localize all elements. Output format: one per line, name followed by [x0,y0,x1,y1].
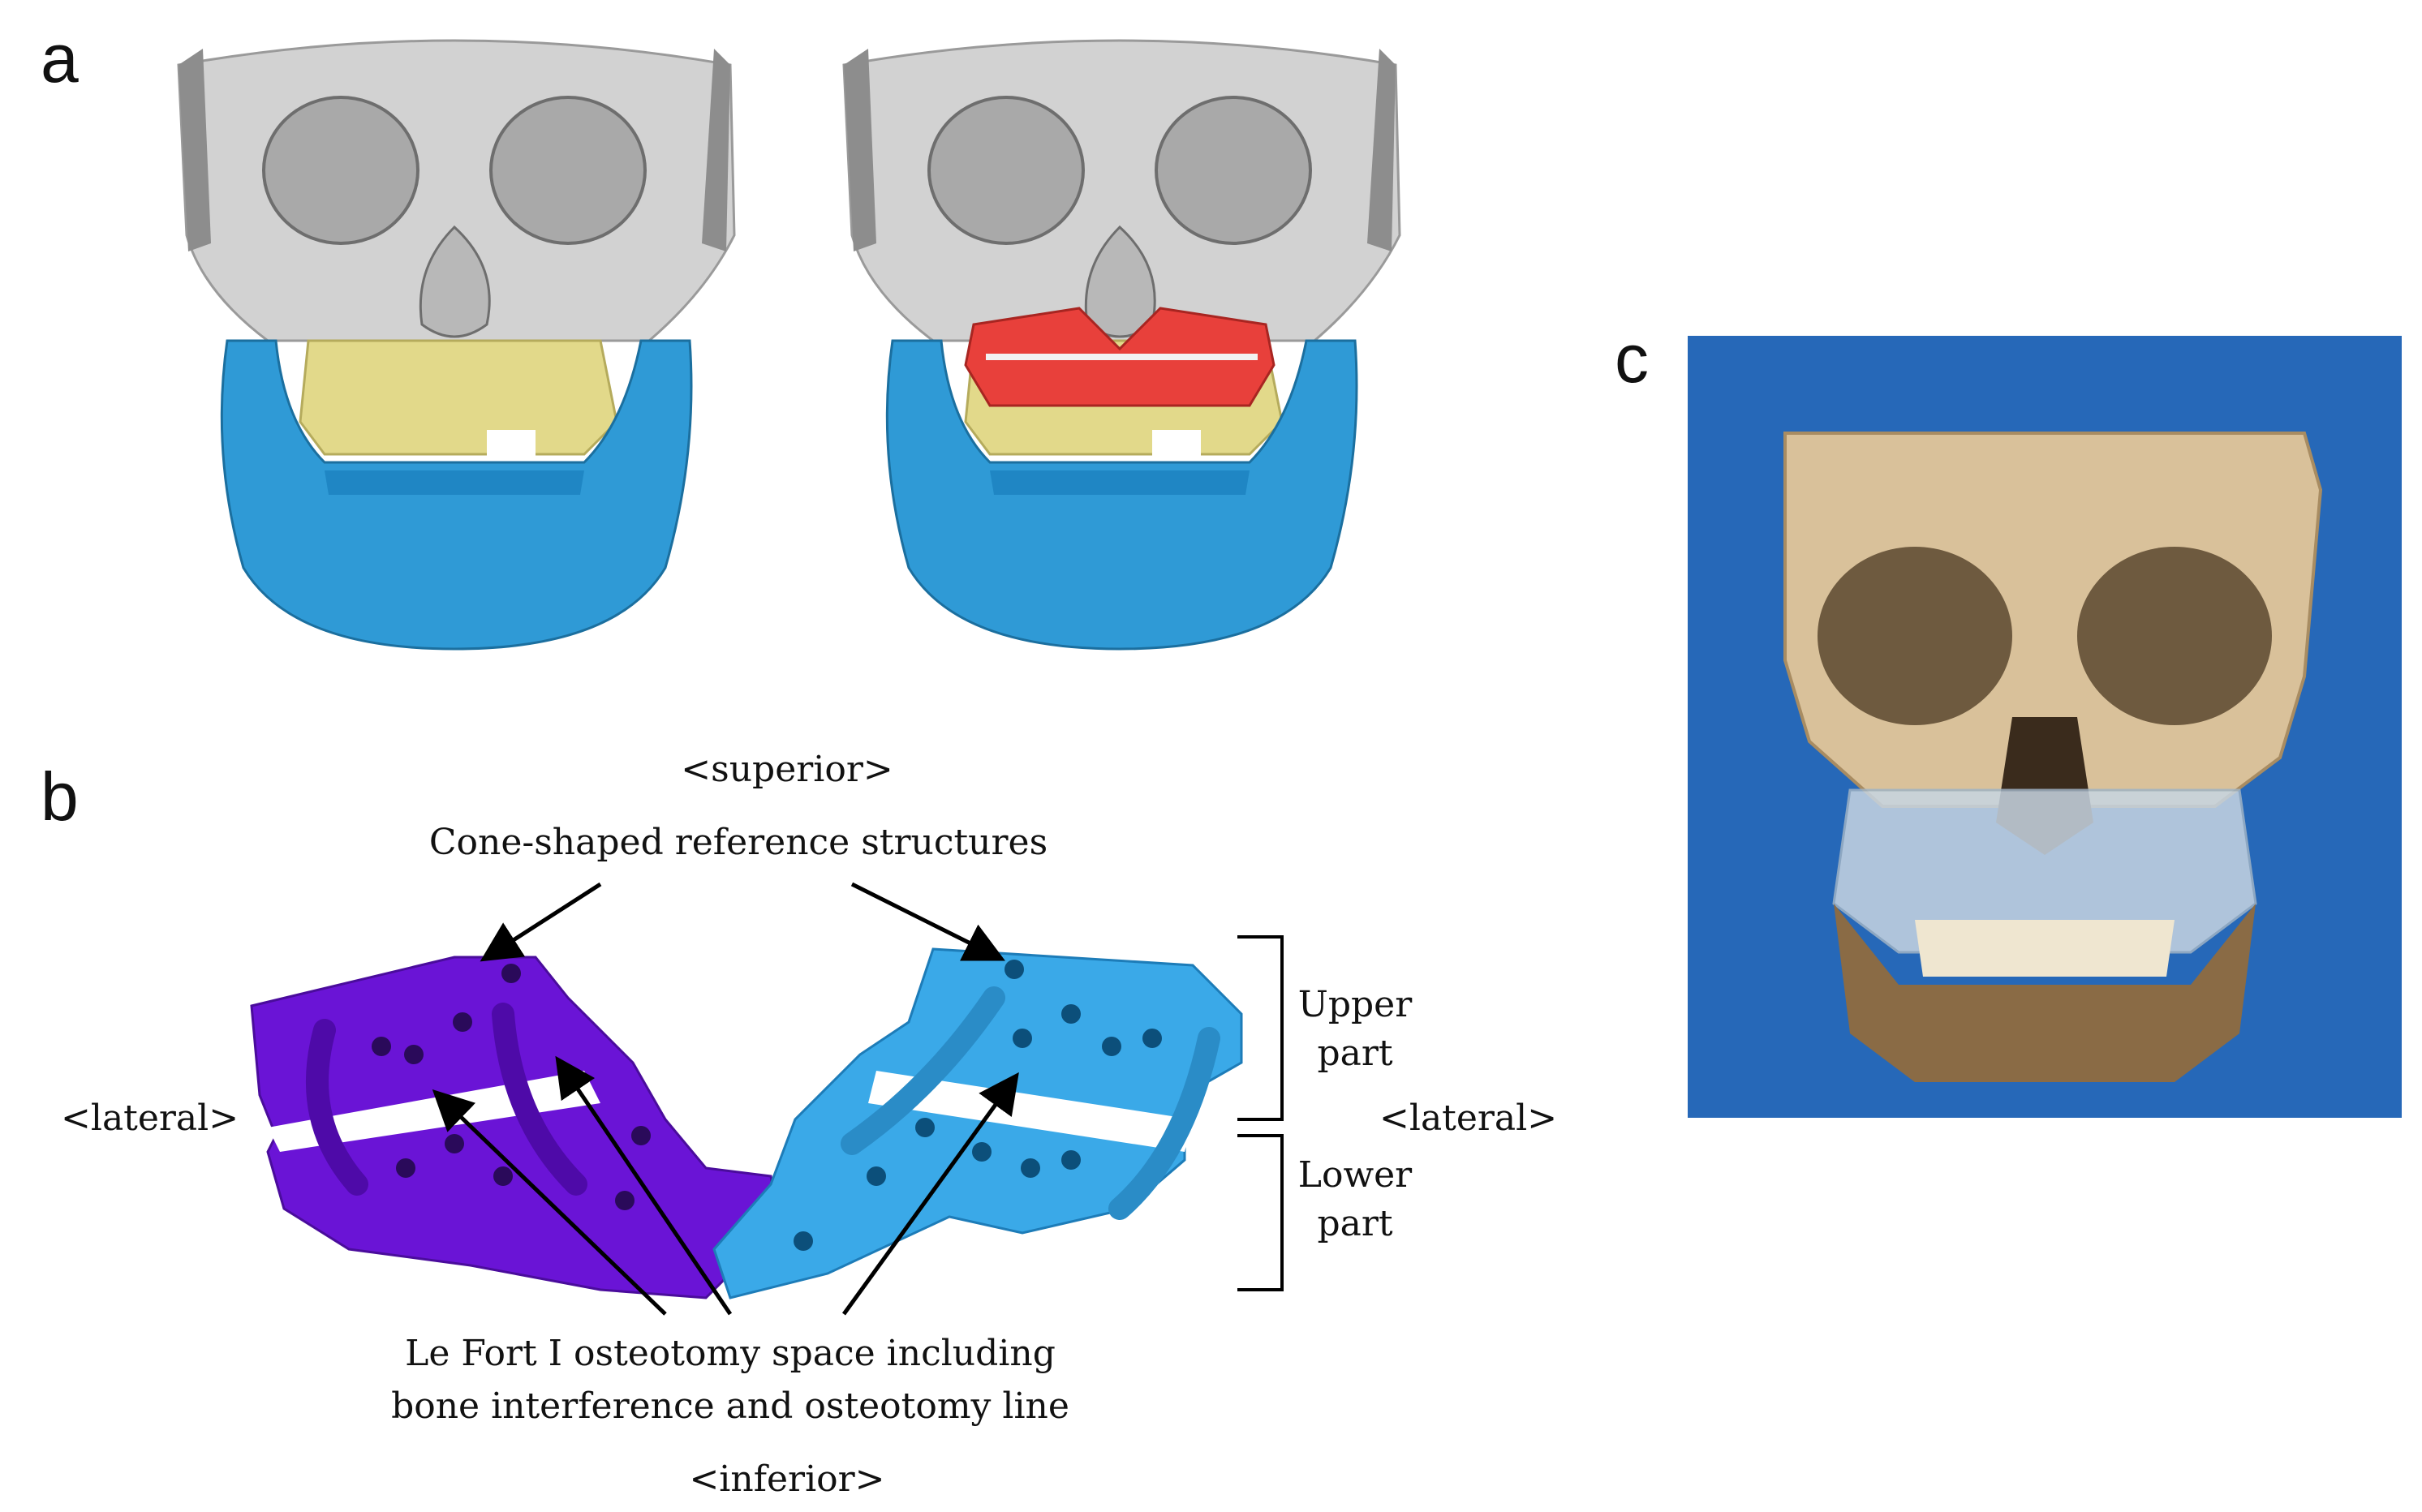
direction-superior: <superior> [681,749,893,790]
osteotomy-annotation-line1: Le Fort I osteotomy space including [405,1333,1056,1374]
direction-lateral-right: <lateral> [1379,1097,1558,1139]
arrow-osteo-3 [841,1072,1019,1316]
missing-teeth-right [1152,430,1201,462]
osteotomy-gap-right [868,1071,1193,1152]
skull-right-group [842,39,1401,651]
arrow-cone-right [850,882,1005,961]
direction-lateral-left: <lateral> [61,1097,239,1139]
missing-teeth-left [487,430,536,462]
orbit-right-2 [1155,96,1312,245]
temporal-right-right [1367,49,1396,251]
cadaver-skull-drawing [1688,336,2402,1118]
osteotomy-annotation-line2: bone interference and osteotomy line [391,1385,1069,1427]
photo-teeth [1915,920,2175,977]
orbit-left-1 [262,96,419,245]
temporal-left-right [844,49,876,251]
temporal-right-left [702,49,730,251]
photo-orbit-left [1818,547,2012,725]
reference-tube-3 [841,986,1005,1155]
panel-a-letter: a [41,20,79,97]
upper-part-label-2: part [1317,1033,1393,1074]
bracket-upper [1237,935,1284,1121]
lower-part-label-2: part [1317,1203,1393,1244]
cadaver-skull-photo [1688,336,2402,1118]
nasal-cavity-right [1084,225,1156,338]
direction-inferior: <inferior> [689,1458,885,1500]
reference-tube-2 [492,1003,587,1196]
guide-holes-blue [794,960,1162,1251]
lower-part-label-1: Lower [1297,1154,1413,1196]
orbit-left-2 [489,96,647,245]
photo-mandible [1834,904,2256,1082]
temporal-left-left [179,49,211,251]
skull-left-group [177,39,736,651]
orbit-right-1 [927,96,1085,245]
maxilla-left [299,339,618,456]
mandible-teeth-left [325,470,584,495]
arrow-osteo-1 [432,1089,667,1316]
reference-tube-1 [306,1019,368,1196]
arrow-cone-left [480,882,602,962]
upper-part-label-1: Upper [1297,984,1413,1025]
reference-tube-4 [1108,1027,1220,1220]
arrow-osteo-2 [555,1055,733,1316]
nasal-cavity-left [419,225,491,338]
photo-orbit-right [2077,547,2272,725]
guide-holes [372,964,651,1210]
panel-b-letter: b [41,758,79,835]
mandible-teeth-right [990,470,1250,495]
panel-c-letter: c [1615,320,1649,397]
bracket-lower [1237,1134,1284,1291]
cones-annotation: Cone-shaped reference structures [428,822,1048,863]
